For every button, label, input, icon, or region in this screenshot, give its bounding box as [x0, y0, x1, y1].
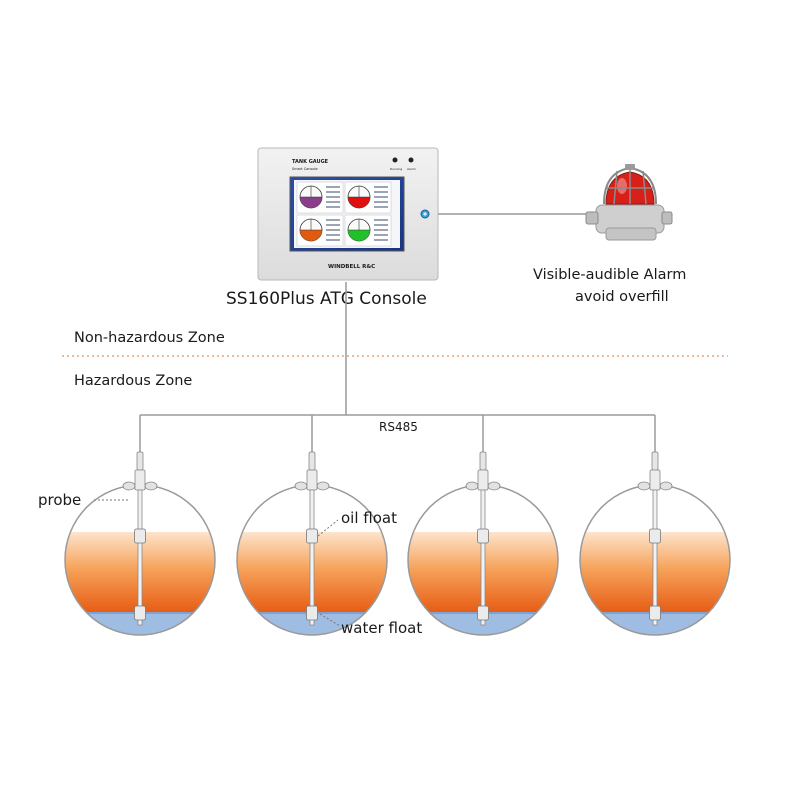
tank: [64, 415, 216, 636]
tank: [579, 415, 731, 636]
alarm-indicator-icon: [408, 157, 414, 163]
screen-gauges: [296, 181, 392, 247]
oil-float-callout: oil float: [317, 509, 397, 537]
oil-float-icon: [477, 528, 489, 544]
tank: [236, 415, 388, 636]
alarm-beacon-icon: [585, 164, 673, 241]
screen-gauge: [344, 214, 392, 247]
alarm-indicator-label: Alarm: [407, 167, 416, 171]
running-indicator-icon: [392, 157, 398, 163]
tanks: [64, 415, 731, 636]
hazardous-zone-label: Hazardous Zone: [74, 373, 192, 389]
water-float-callout: water float: [319, 613, 422, 637]
water-float-icon: [649, 605, 661, 621]
water-float-icon: [306, 605, 318, 621]
console-header-subtitle: Smart Console: [292, 167, 318, 171]
alarm-label-line1: Visible-audible Alarm: [533, 267, 686, 283]
alarm-label-line2: avoid overfill: [575, 289, 669, 305]
rs485-bus: [140, 282, 655, 416]
rs485-label: RS485: [379, 420, 418, 434]
probe-label: probe: [38, 491, 81, 509]
tank: [407, 415, 559, 636]
oil-float-icon: [649, 528, 661, 544]
probe-callout: probe: [38, 491, 128, 509]
running-indicator-label: Running: [390, 167, 402, 171]
oil-float-icon: [134, 528, 146, 544]
console-header-title: TANK GAUGE: [292, 159, 329, 165]
water-float-icon: [477, 605, 489, 621]
oil-float-label: oil float: [341, 509, 397, 527]
probe-icon: [122, 451, 158, 626]
probe-icon: [637, 451, 673, 626]
water-float-label: water float: [341, 619, 422, 637]
screen-gauge: [344, 181, 392, 214]
console-name-label: SS160Plus ATG Console: [226, 289, 427, 309]
probe-icon: [294, 451, 330, 626]
water-float-icon: [134, 605, 146, 621]
screen-gauge: [296, 214, 344, 247]
non-hazardous-zone-label: Non-hazardous Zone: [74, 330, 225, 346]
oil-float-icon: [306, 528, 318, 544]
console-brand-logo: WINDBELL R&C: [328, 264, 375, 270]
screen-gauge: [296, 181, 344, 214]
atg-console: TANK GAUGE Smart Console Running Alarm W…: [257, 147, 439, 281]
probe-icon: [465, 451, 501, 626]
